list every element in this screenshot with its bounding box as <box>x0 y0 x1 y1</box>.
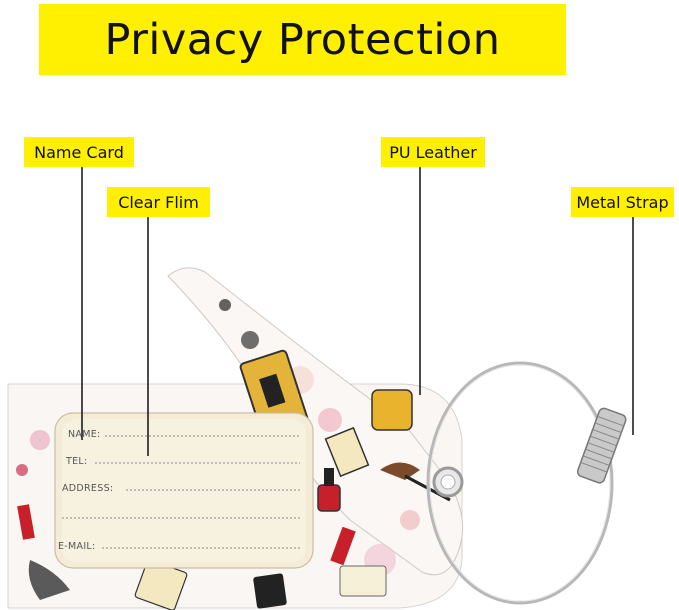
privacy-protection-banner: Privacy Protection <box>39 4 566 75</box>
card-field-email: E-MAIL: <box>58 541 96 552</box>
callout-clear-film: Clear Flim <box>107 187 210 217</box>
callout-name-card: Name Card <box>24 137 134 167</box>
card-field-tel: TEL: <box>66 456 88 467</box>
card-field-address: ADDRESS: <box>62 483 114 494</box>
callout-metal-strap: Metal Strap <box>571 187 674 217</box>
callout-pu-leather: PU Leather <box>381 137 485 167</box>
metal-strap-loop <box>426 361 614 605</box>
strap-screw-lock <box>576 407 627 484</box>
card-field-name: NAME: <box>68 429 101 440</box>
